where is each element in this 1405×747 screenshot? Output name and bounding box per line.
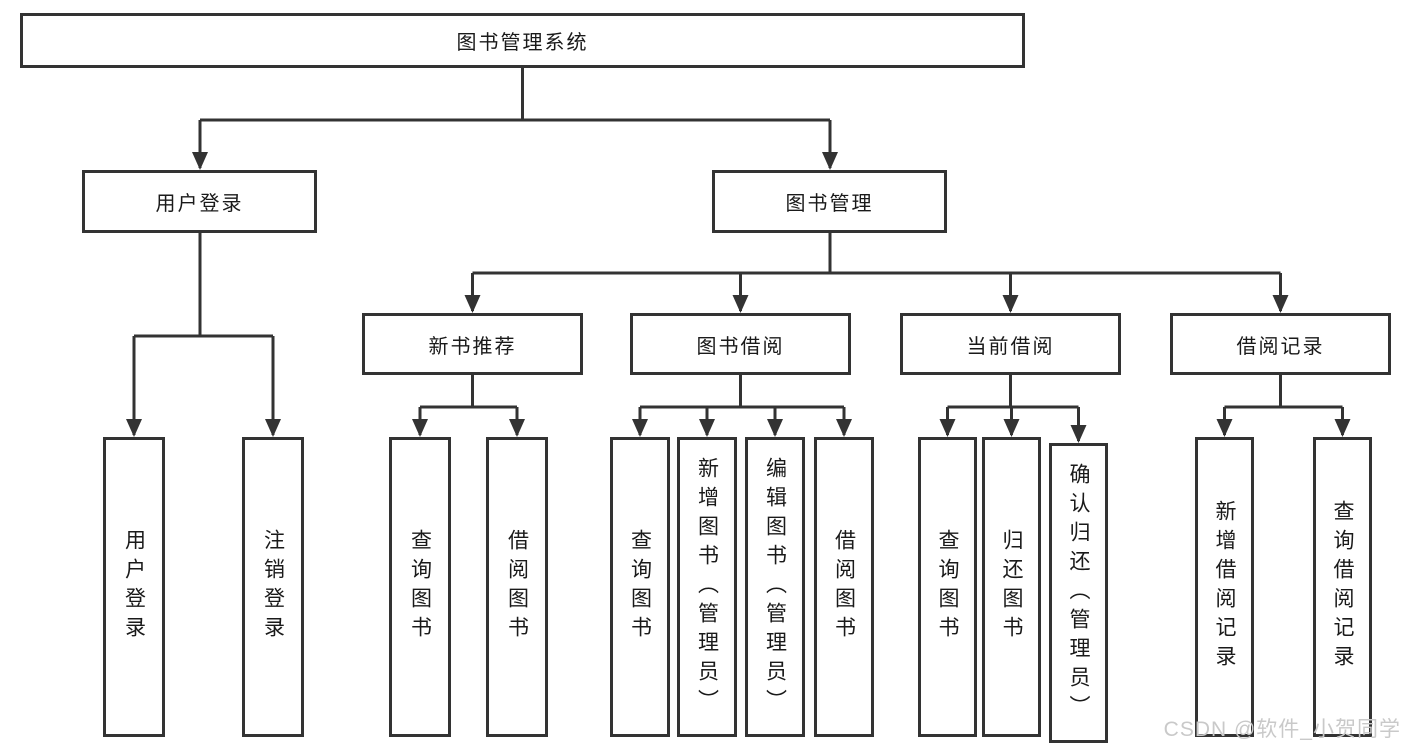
node-book-borrowing: 图书借阅: [630, 313, 851, 375]
node-user-login: 用户登录: [82, 170, 317, 233]
leaf-query-books-recommend: 查询图书: [389, 437, 451, 737]
connector-lines: [132, 68, 1344, 441]
leaf-query-borrow-record: 查询借阅记录: [1313, 437, 1372, 737]
node-current-borrowing: 当前借阅: [900, 313, 1121, 375]
leaf-borrow-books-recommend: 借阅图书: [486, 437, 548, 737]
node-new-book-recommend: 新书推荐: [362, 313, 583, 375]
watermark: CSDN @软件_小贺同学: [1163, 718, 1401, 741]
leaf-query-books-current: 查询图书: [918, 437, 977, 737]
leaf-logout: 注销登录: [242, 437, 304, 737]
leaf-borrow-books-borrowing: 借阅图书: [814, 437, 874, 737]
leaf-edit-books-admin: 编辑图书（管理员）: [745, 437, 805, 737]
leaf-return-books: 归还图书: [982, 437, 1041, 737]
arrowheads: [126, 152, 1351, 443]
node-book-management: 图书管理: [712, 170, 947, 233]
node-borrow-records: 借阅记录: [1170, 313, 1391, 375]
node-root-system: 图书管理系统: [20, 13, 1025, 68]
leaf-add-borrow-record: 新增借阅记录: [1195, 437, 1254, 737]
leaf-query-books-borrowing: 查询图书: [610, 437, 670, 737]
leaf-user-login: 用户登录: [103, 437, 165, 737]
leaf-add-books-admin: 新增图书（管理员）: [677, 437, 737, 737]
leaf-confirm-return-admin: 确认归还（管理员）: [1049, 443, 1108, 743]
